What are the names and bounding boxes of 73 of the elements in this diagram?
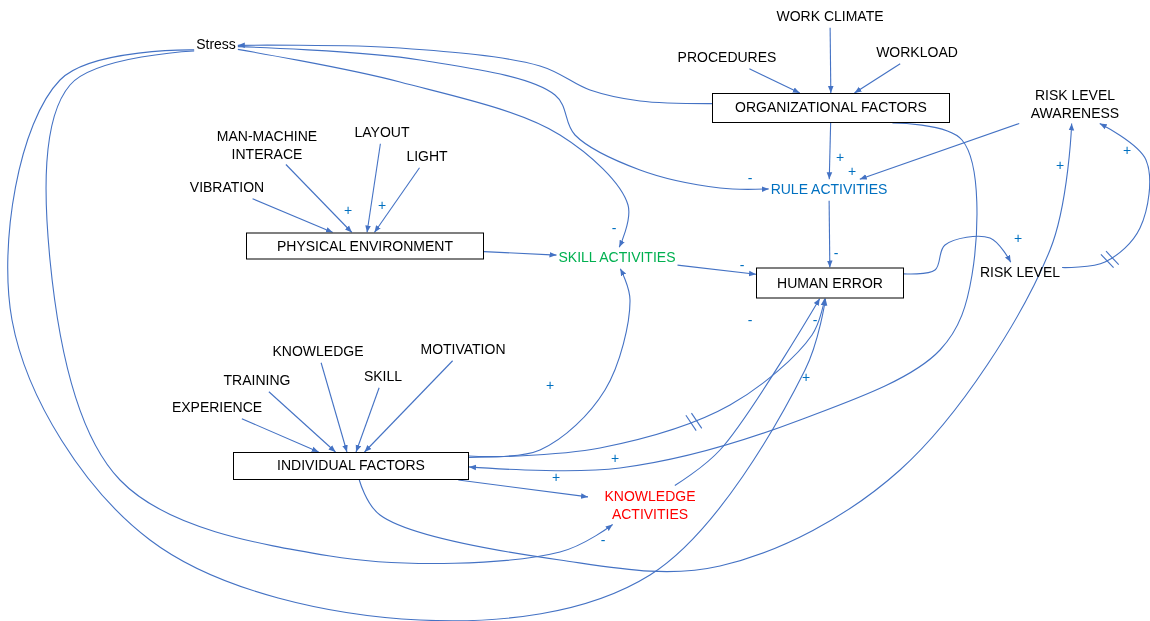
causal-arrow [674,297,821,487]
causal-arrow [468,122,978,472]
causal-arrow [748,68,801,94]
edge-label: - [611,221,617,235]
variable-label: WORKLOAD [876,44,958,62]
causal-arrow [7,49,828,621]
edge-label: - [739,258,745,272]
edge-label: + [847,164,857,178]
causal-arrow [355,387,380,453]
variable-label: MOTIVATION [420,341,506,359]
factor-box [756,267,904,299]
causal-arrow [285,163,353,234]
variable-label: TRAINING [223,372,291,390]
causal-arrow [468,297,827,459]
causal-arrow [45,50,614,565]
edge-label: + [1122,143,1132,157]
causal-arrow [268,391,337,453]
variable-label: Stress [196,36,236,54]
edge-label: + [343,203,353,217]
causal-arrow [252,198,334,234]
variable-label: KNOWLEDGE [272,343,364,361]
causal-arrow [373,167,421,234]
causal-arrow [363,360,454,453]
variable-label: LIGHT [406,148,448,166]
variable-label: KNOWLEDGE ACTIVITIES [590,487,710,523]
factor-label: PHYSICAL ENVIRONMENT [276,237,454,255]
causal-arrow [826,122,833,180]
causal-arrow [826,200,833,269]
causal-arrow [853,63,901,94]
edge-label: + [1055,158,1065,172]
causal-arrow [468,268,631,458]
causal-arrow [676,264,757,277]
factor-box [233,452,469,480]
edge-label: + [377,198,387,212]
factor-box [712,93,950,123]
variable-label: SKILL [363,368,403,386]
causal-arrow [903,235,1012,275]
causal-arrow [241,418,320,453]
variable-label: RISK LEVEL AWARENESS [1015,86,1135,122]
causal-arrow [859,122,1020,180]
variable-label: VIBRATION [189,179,265,197]
edge-label: + [610,451,620,465]
variable-label: EXPERIENCE [171,399,263,417]
factor-label: INDIVIDUAL FACTORS [277,457,425,475]
causal-arrow [237,48,630,248]
factor-box [246,232,484,260]
edge-label: + [801,370,811,384]
variable-label: SKILL ACTIVITIES [558,249,676,267]
edge-label: + [551,470,561,484]
causal-arrow [320,362,348,453]
edge-label: - [747,171,753,185]
causal-arrow [237,42,713,105]
variable-label: WORK CLIMATE [776,8,884,26]
causal-arrow [237,46,770,192]
causal-arrow [1061,122,1150,269]
edge-label: - [747,313,753,327]
causal-arrow [483,251,558,258]
variable-label: LAYOUT [354,124,410,142]
causal-arrow [365,143,381,234]
causal-arrow [827,27,834,94]
edge-label: + [1013,231,1023,245]
variable-label: PROCEDURES [677,49,777,67]
variable-label: RISK LEVEL [979,264,1061,282]
causal-arrow [358,122,1075,573]
edge-label: - [600,533,606,547]
factor-label: HUMAN ERROR [777,274,883,292]
edge-label: + [545,378,555,392]
edge-label: - [833,246,839,260]
factor-label: ORGANIZATIONAL FACTORS [735,99,927,117]
variable-label: RULE ACTIVITIES [770,181,888,199]
variable-label: MAN-MACHINE INTERACE [202,127,332,163]
edge-label: - [812,313,818,327]
edge-label: + [835,150,845,164]
